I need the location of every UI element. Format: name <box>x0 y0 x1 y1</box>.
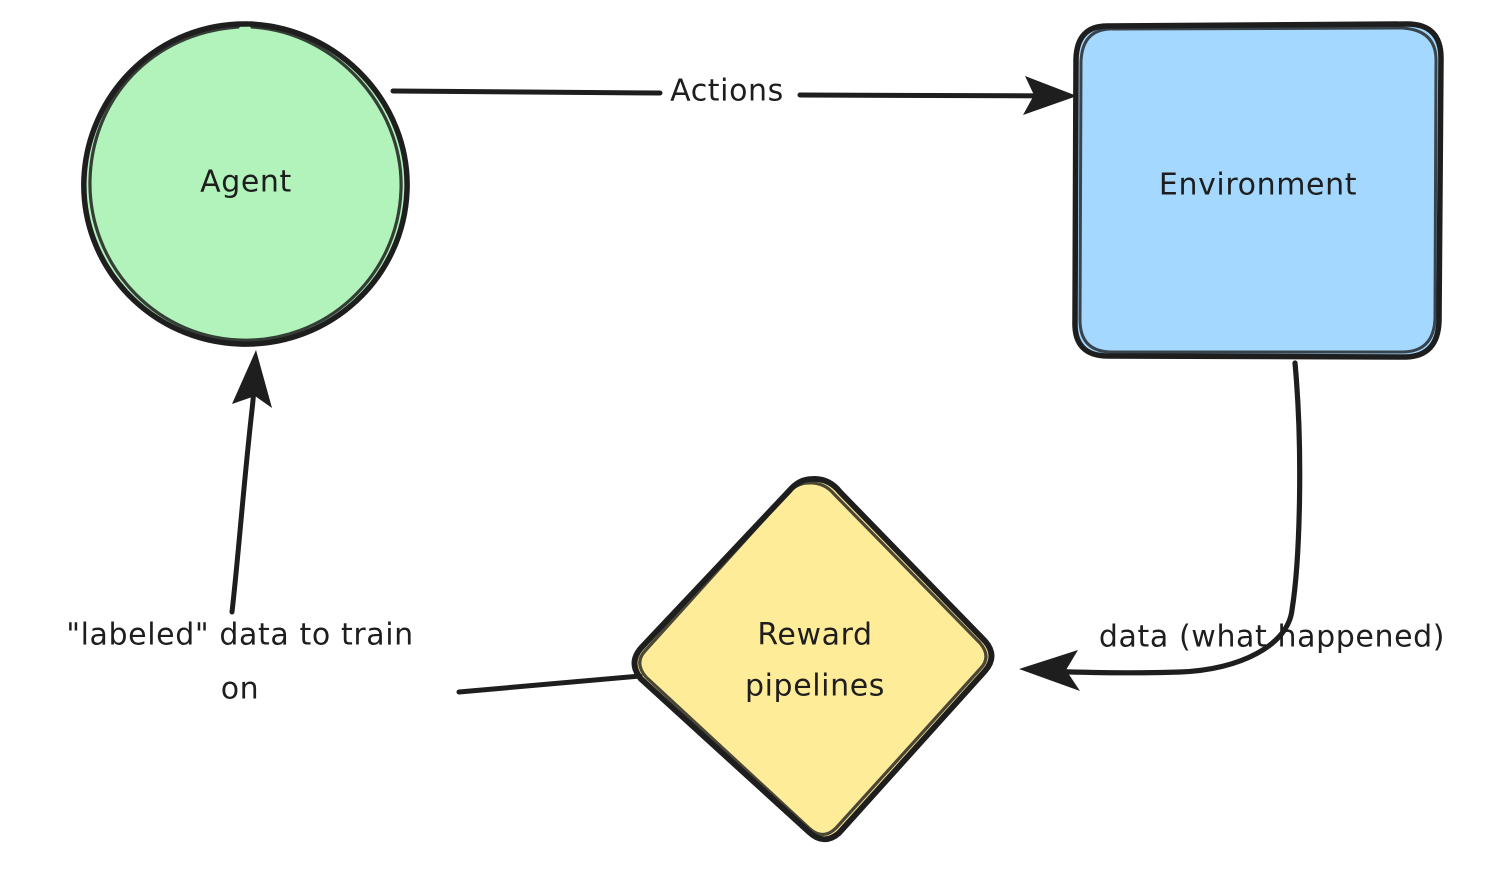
environment-label: Environment <box>1159 168 1357 203</box>
edge-reward-to-agent[interactable]: "labeled" data to train on <box>66 350 643 707</box>
data-arrowhead-icon <box>1019 650 1080 691</box>
actions-edge-line-left <box>390 88 663 96</box>
environment-outline-stroke-1 <box>1072 21 1444 360</box>
reward-pipelines-outline-stroke-2 <box>638 481 988 837</box>
node-environment[interactable]: Environment <box>1072 21 1444 360</box>
node-reward-pipelines[interactable]: Reward pipelines <box>631 476 995 843</box>
node-agent[interactable]: Agent <box>81 21 410 347</box>
reward-pipelines-label-line1: Reward <box>757 618 872 653</box>
environment-outline-stroke-2 <box>1078 26 1438 354</box>
agent-outline-stroke-1 <box>81 21 410 347</box>
edge-environment-to-reward[interactable]: data (what happened) <box>1019 360 1445 691</box>
data-edge-curve <box>1027 360 1303 676</box>
environment-shape-fill <box>1075 25 1440 355</box>
reward-pipelines-shape-fill <box>635 478 991 839</box>
actions-arrowhead-icon <box>1023 76 1077 115</box>
actions-edge-line-right <box>797 92 1071 99</box>
agent-outline-stroke-2 <box>88 25 403 342</box>
labeled-edge-label-line2: on <box>221 672 260 707</box>
edge-agent-to-environment[interactable]: Actions <box>390 74 1077 116</box>
data-edge-label: data (what happened) <box>1099 620 1445 655</box>
agent-label: Agent <box>200 165 292 200</box>
labeled-edge-stub-line <box>456 673 643 695</box>
agent-shape-fill <box>83 25 407 342</box>
actions-edge-label: Actions <box>670 74 784 109</box>
labeled-arrowhead-icon <box>232 350 272 408</box>
labeled-edge-label-line1: "labeled" data to train <box>66 618 414 653</box>
reward-pipelines-label-line2: pipelines <box>745 669 885 704</box>
